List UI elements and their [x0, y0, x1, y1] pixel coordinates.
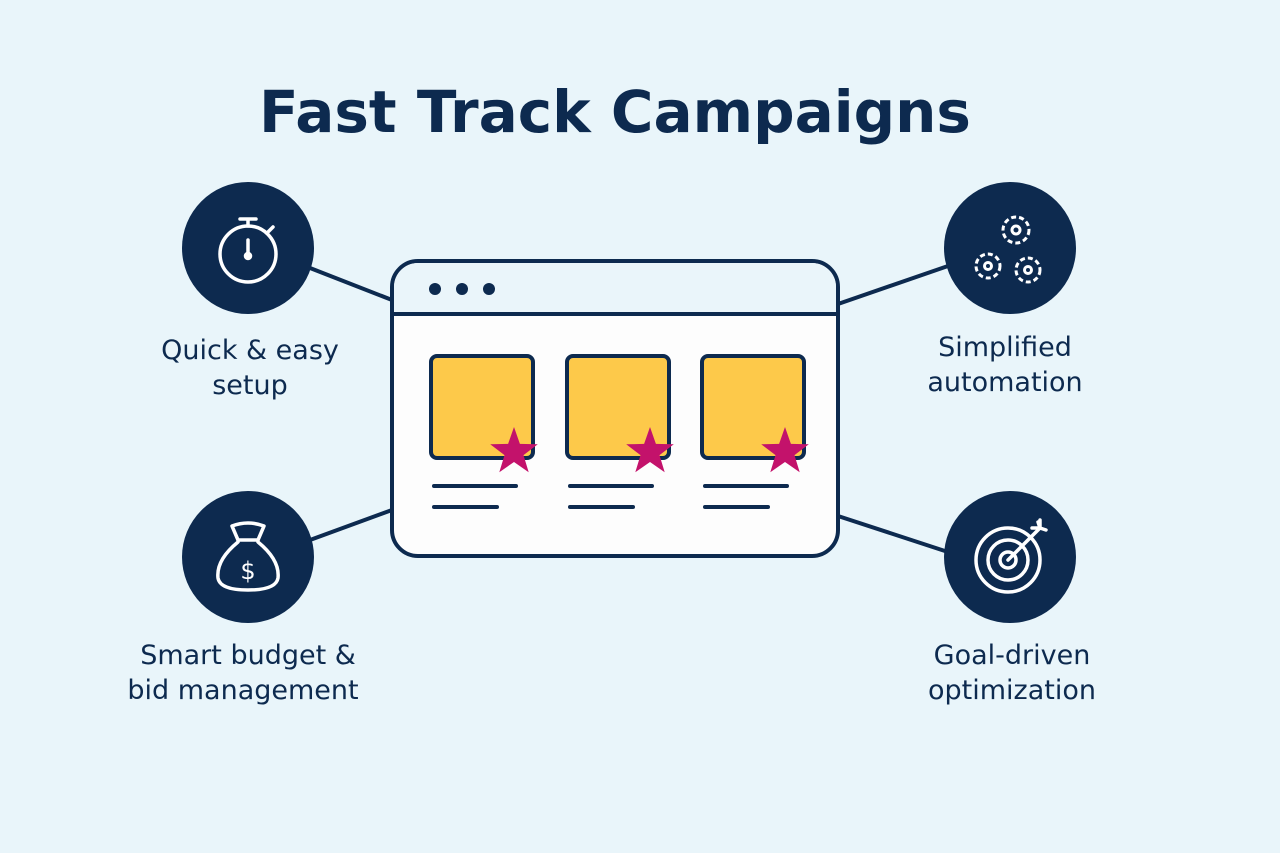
connector-optimization — [837, 514, 949, 554]
card-image — [429, 354, 535, 460]
feature-automation-line1: Simplified — [938, 332, 1072, 363]
feature-budget-line2: bid management — [127, 675, 358, 706]
connector-setup — [309, 266, 393, 302]
star-icon — [490, 427, 538, 473]
stopwatch-icon — [218, 217, 278, 284]
connectors — [309, 264, 949, 554]
svg-text:$: $ — [240, 557, 255, 585]
feature-setup: Quick & easy setup — [161, 182, 339, 401]
star-icon — [626, 427, 674, 473]
money-bag-icon: $ — [216, 521, 280, 592]
product-card — [700, 354, 809, 509]
page-title: Fast Track Campaigns — [259, 78, 971, 146]
connector-budget — [309, 508, 393, 542]
window-dots — [429, 283, 495, 295]
product-card — [565, 354, 674, 509]
connector-automation — [837, 264, 949, 306]
feature-optimization-line2: optimization — [928, 675, 1096, 706]
star-icon — [761, 427, 809, 473]
card-image — [565, 354, 671, 460]
feature-setup-line2: setup — [212, 370, 288, 401]
product-card — [429, 354, 538, 509]
browser-window — [390, 259, 840, 558]
feature-automation-line2: automation — [927, 367, 1082, 398]
card-image — [700, 354, 806, 460]
browser-titlebar — [394, 263, 836, 314]
feature-setup-line1: Quick & easy — [161, 335, 339, 366]
feature-optimization: Goal-driven optimization — [928, 491, 1096, 706]
feature-budget: $ Smart budget & bid management — [127, 491, 359, 706]
gears-icon — [974, 215, 1042, 284]
target-icon — [974, 518, 1048, 594]
feature-budget-line1: Smart budget & — [140, 640, 356, 671]
feature-automation: Simplified automation — [927, 182, 1083, 398]
feature-optimization-line1: Goal-driven — [934, 640, 1091, 671]
